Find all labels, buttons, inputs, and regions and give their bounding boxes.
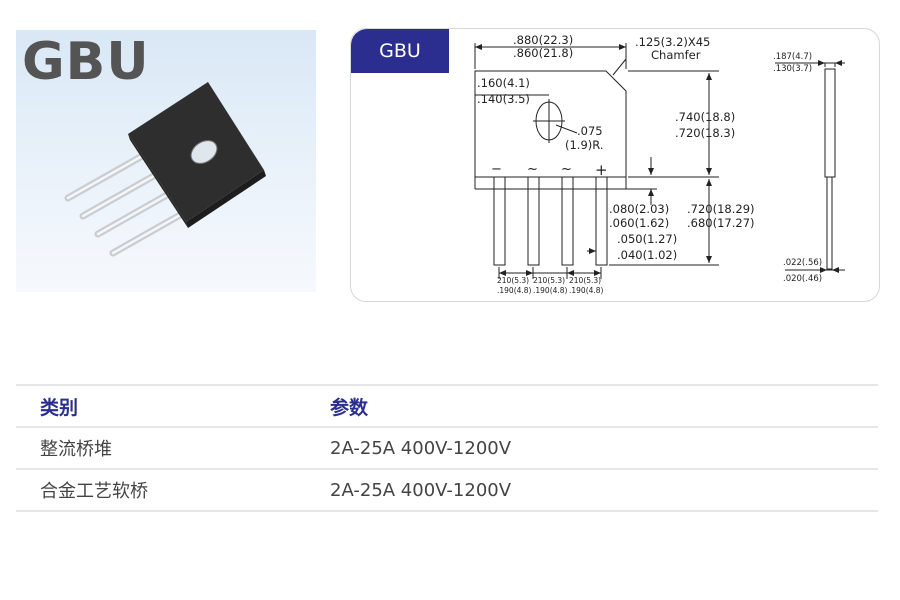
dim-hole-r-1: .075 <box>577 124 603 138</box>
header-parameters: 参数 <box>330 396 369 419</box>
dim-pitch-1-min: .190(4.8) <box>497 286 532 295</box>
row-parameters: 2A-25A 400V-1200V <box>330 479 512 501</box>
dim-pitch-1-max: 210(5.3) <box>497 276 529 285</box>
dim-body-h-max: .740(18.8) <box>675 110 735 124</box>
package-outline <box>474 70 627 178</box>
drawing-package-tag: GBU <box>351 29 449 73</box>
table-header-row: 类别 参数 <box>16 386 878 428</box>
side-view-lead <box>826 176 833 270</box>
spec-table: 类别 参数 整流桥堆 2A-25A 400V-1200V 合金工艺软桥 2A-2… <box>16 384 878 512</box>
product-title: GBU <box>22 32 150 92</box>
dim-lead-t-min: .020(.46) <box>783 274 822 284</box>
dim-hole-pos-max: .160(4.1) <box>477 76 530 90</box>
pin-label-2: ~ <box>527 162 538 177</box>
row-parameters: 2A-25A 400V-1200V <box>330 437 512 459</box>
dim-hole-r-2: (1.9)R. <box>565 138 604 152</box>
lead-1 <box>493 176 506 266</box>
dim-shoulder-min: .060(1.62) <box>609 216 669 230</box>
dim-pitch-2-max: 210(5.3) <box>533 276 565 285</box>
dim-thick-max: .187(4.7) <box>773 52 812 62</box>
dim-lead-l-min: .680(17.27) <box>687 216 755 230</box>
dim-body-h-min: .720(18.3) <box>675 126 735 140</box>
pin-label-3: ~ <box>561 162 572 177</box>
pin-label-1: − <box>491 162 502 177</box>
dim-lead-t-max: .022(.56) <box>783 258 822 268</box>
dim-pitch-3-max: 210(5.3) <box>569 276 601 285</box>
dim-thick-min: .130(3.7) <box>773 64 812 74</box>
header-category: 类别 <box>40 396 79 419</box>
product-photo-panel: GBU <box>16 30 316 292</box>
dimension-drawing-panel: − ~ ~ + .880(22.3) .860(21.8) .125(3.2)X… <box>350 28 880 302</box>
dim-chamfer-2: Chamfer <box>651 48 701 62</box>
gbu-component-illustration <box>64 82 266 257</box>
dim-chamfer-1: .125(3.2)X45 <box>635 35 710 49</box>
dim-pitch-2-min: .190(4.8) <box>533 286 568 295</box>
dimension-drawing: − ~ ~ + .880(22.3) .860(21.8) .125(3.2)X… <box>474 33 845 295</box>
dim-width-min: .860(21.8) <box>513 46 573 60</box>
lead-3 <box>561 176 574 266</box>
table-row: 整流桥堆 2A-25A 400V-1200V <box>16 428 878 470</box>
pin-label-4: + <box>595 161 608 179</box>
dim-pitch-3-min: .190(4.8) <box>569 286 604 295</box>
dim-lead-w-max: .050(1.27) <box>617 232 677 246</box>
row-category: 合金工艺软桥 <box>40 481 148 502</box>
side-view-body <box>824 68 836 178</box>
dim-hole-pos-min: .140(3.5) <box>477 92 530 106</box>
dim-lead-l-max: .720(18.29) <box>687 202 755 216</box>
row-category: 整流桥堆 <box>40 439 112 460</box>
lead-2 <box>527 176 540 266</box>
dim-lead-w-min: .040(1.02) <box>617 248 677 262</box>
table-row: 合金工艺软桥 2A-25A 400V-1200V <box>16 470 878 512</box>
lead-4 <box>595 176 608 266</box>
dim-shoulder-max: .080(2.03) <box>609 202 669 216</box>
dim-width-max: .880(22.3) <box>513 33 573 47</box>
